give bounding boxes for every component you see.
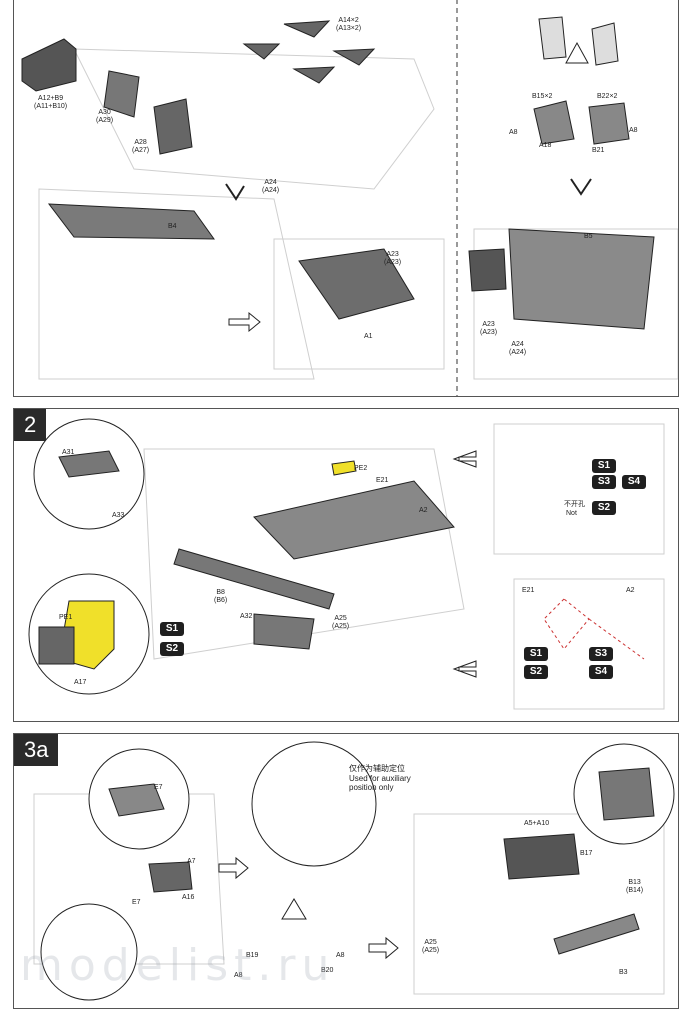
label-a25: A25 (A25) bbox=[332, 615, 350, 630]
badge-s2-left: S2 bbox=[160, 642, 184, 656]
step-1-drawing bbox=[21, 0, 678, 396]
label-a30: A30 (A29) bbox=[96, 109, 114, 124]
label-a14: A14×2 (A13×2) bbox=[336, 17, 362, 32]
label-b22: B22×2 bbox=[597, 93, 618, 100]
step-2-panel: 2 A31 A33 PE2 E21 A2 B8 (B6) A32 A25 ( bbox=[13, 408, 679, 722]
label-b4: B4 bbox=[168, 223, 177, 230]
step-number-3a: 3a bbox=[14, 734, 59, 766]
label-a24-top: A24 (A24) bbox=[262, 179, 280, 194]
label-b15: B15×2 bbox=[532, 93, 553, 100]
badge-s4-diagram: S4 bbox=[589, 665, 613, 679]
label-a8-b: A8 bbox=[336, 952, 345, 959]
label-a23: A23 (A23) bbox=[384, 251, 402, 266]
note-en-1: Used for auxiliary bbox=[349, 774, 411, 783]
label-e21: E21 bbox=[376, 477, 389, 484]
label-b8: B8 (B6) bbox=[214, 589, 228, 604]
badge-s4: S4 bbox=[622, 475, 646, 489]
badge-s2: S2 bbox=[592, 501, 616, 515]
label-b5: B5 bbox=[584, 233, 593, 240]
note-cn: 仅作为辅助定位 bbox=[349, 764, 405, 773]
label-a12: A12+B9 (A11+B10) bbox=[34, 95, 68, 110]
label-b3: B3 bbox=[619, 969, 628, 976]
label-a7: A7 bbox=[187, 858, 196, 865]
note-en-2: position only bbox=[349, 783, 394, 792]
label-a25-3a: A25 (A25) bbox=[422, 939, 440, 954]
label-a1: A1 bbox=[364, 333, 373, 340]
badge-s3-diagram: S3 bbox=[589, 647, 613, 661]
label-a17: A17 bbox=[74, 679, 87, 686]
label-a23-right: A23 (A23) bbox=[480, 321, 498, 336]
badge-s1: S1 bbox=[592, 459, 616, 473]
label-b21: B21 bbox=[592, 147, 605, 154]
label-b17: B17 bbox=[580, 850, 593, 857]
label-pe2: PE2 bbox=[354, 465, 368, 472]
label-a16: A16 bbox=[182, 894, 195, 901]
badge-s1-diagram: S1 bbox=[524, 647, 548, 661]
step-number: 2 bbox=[14, 409, 47, 441]
badge-s3: S3 bbox=[592, 475, 616, 489]
label-a33: A33 bbox=[112, 512, 125, 519]
step-3a-panel: 3a E7 A7 E7 A16 仅作为辅助定位 Used for auxilia… bbox=[13, 733, 679, 1009]
step-2-drawing bbox=[28, 418, 665, 710]
label-a24-right: A24 (A24) bbox=[509, 341, 527, 356]
watermark: modelist.ru bbox=[20, 940, 336, 991]
label-a32: A32 bbox=[240, 613, 253, 620]
label-a2: A2 bbox=[419, 507, 428, 514]
badge-s2-diagram: S2 bbox=[524, 665, 548, 679]
label-b13: B13 (B14) bbox=[626, 879, 644, 894]
label-a5: A5+A10 bbox=[524, 820, 550, 827]
label-a31: A31 bbox=[62, 449, 75, 456]
label-a8-a: A8 bbox=[234, 972, 243, 979]
label-e21-b: E21 bbox=[522, 587, 535, 594]
label-not-en: Not bbox=[566, 510, 577, 517]
label-a8-left: A8 bbox=[509, 129, 518, 136]
label-b19: B19 bbox=[246, 952, 259, 959]
label-a2-b: A2 bbox=[626, 587, 635, 594]
label-not-cn: 不开孔 bbox=[564, 501, 585, 508]
step-1-panel: A12+B9 (A11+B10) A30 (A29) A28 (A27) A14… bbox=[13, 0, 679, 397]
step-3a-drawing bbox=[33, 741, 675, 1001]
label-a28: A28 (A27) bbox=[132, 139, 150, 154]
label-a8-right: A8 bbox=[629, 127, 638, 134]
label-pe1: PE1 bbox=[59, 614, 73, 621]
label-a18: A18 bbox=[539, 142, 552, 149]
label-b20: B20 bbox=[321, 967, 334, 974]
label-e7-a: E7 bbox=[154, 784, 163, 791]
label-e7-b: E7 bbox=[132, 899, 141, 906]
badge-s1-left: S1 bbox=[160, 622, 184, 636]
